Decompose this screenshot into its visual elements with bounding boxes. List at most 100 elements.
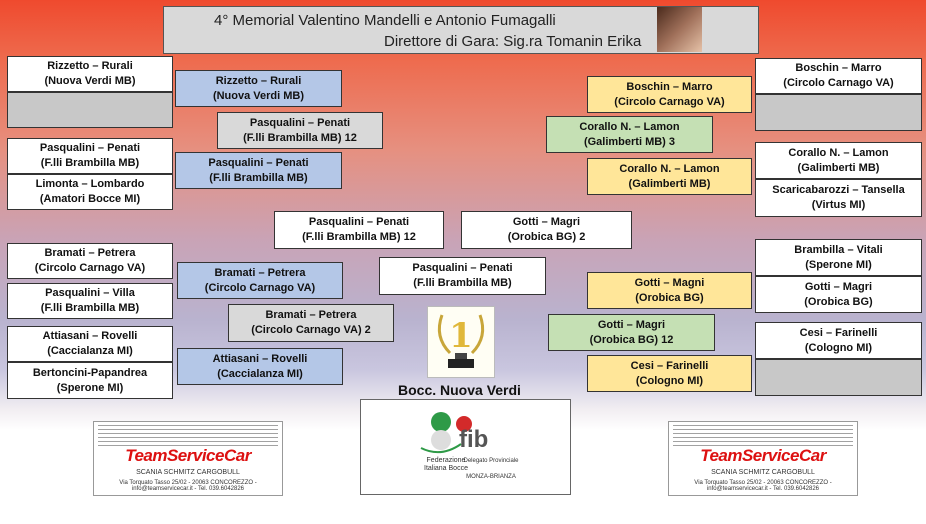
left-r1-slot-6: Attiasani – Rovelli (Caccialanza MI) [7, 326, 173, 362]
pair-club: (F.lli Brambilla MB) [40, 302, 140, 314]
pair-club: (F.lli Brambilla MB) [209, 171, 308, 184]
pair-name: Gotti – Magri [597, 318, 666, 331]
left-r1-slot-3: Limonta – Lombardo (Amatori Bocce MI) [7, 174, 173, 210]
pair-name: Bramati – Petrera [265, 309, 357, 321]
pair-club: (Galimberti MB) 3 [583, 135, 676, 148]
pair-club: (Nuova Verdi MB) [44, 75, 136, 87]
pair-club: (Galimberti MB) [628, 177, 711, 190]
pair-name: Pasqualini – Villa [45, 287, 135, 299]
right-r1-slot-empty-2 [755, 359, 922, 396]
pair-name: Brambilla – Vitali [794, 243, 883, 256]
sponsor-fine-print [98, 425, 278, 447]
right-r2-slot-3: Gotti – Magni (Orobica BG) [587, 272, 752, 309]
pair-name: Pasqualini – Penati [249, 116, 351, 129]
pair-name: Attiasani – Rovelli [42, 330, 138, 342]
pair-club: (Orobica BG) 12 [589, 333, 674, 346]
pair-name: Corallo N. – Lamon [619, 162, 720, 175]
right-r2-slot-2: Corallo N. – Lamon (Galimberti MB) [587, 158, 752, 195]
pair-name: Scaricabarozzi – Tansella [772, 184, 905, 196]
semifinal-right: Gotti – Magri (Orobica BG) 2 [461, 211, 632, 249]
pair-name: Gotti – Magni [634, 276, 705, 289]
fib-logo-box: fib Federazione Italiana Bocce Delegato … [360, 399, 571, 495]
sponsor-logo: TeamServiceCar [700, 446, 826, 465]
pair-club: (Caccialanza MI) [217, 367, 303, 380]
right-r3-slot-1: Corallo N. – Lamon (Galimberti MB) 3 [546, 116, 713, 153]
pair-club: (Cologno MI) [804, 341, 873, 354]
left-r1-slot-7: Bertoncini-Papandrea (Sperone MI) [7, 362, 173, 399]
final-winner: Pasqualini – Penati (F.lli Brambilla MB) [379, 257, 546, 295]
pair-name: Cesi – Farinelli [799, 326, 878, 339]
left-r1-slot-4: Bramati – Petrera (Circolo Carnago VA) [7, 243, 173, 279]
pair-club: (F.lli Brambilla MB) 12 [302, 231, 416, 243]
semifinal-left: Pasqualini – Penati (F.lli Brambilla MB)… [274, 211, 444, 249]
right-r2-slot-1: Boschin – Marro (Circolo Carnago VA) [587, 76, 752, 113]
left-r3-slot-1: Pasqualini – Penati (F.lli Brambilla MB)… [217, 112, 383, 149]
left-r1-slot-1: Rizzetto – Rurali (Nuova Verdi MB) [7, 56, 173, 92]
left-r2-slot-4: Attiasani – Rovelli (Caccialanza MI) [177, 348, 343, 385]
pair-club: (Cologno MI) [635, 374, 704, 387]
pair-name: Rizzetto – Rurali [215, 74, 302, 87]
right-r3-slot-2: Gotti – Magri (Orobica BG) 12 [548, 314, 715, 351]
pair-club: (Amatori Bocce MI) [39, 193, 141, 205]
fib-caption: Federazione Italiana Bocce [416, 457, 476, 473]
right-r1-slot-6: Cesi – Farinelli (Cologno MI) [755, 322, 922, 359]
pair-club: (Virtus MI) [811, 199, 866, 211]
pair-club: (Sperone MI) [805, 258, 872, 271]
left-r2-slot-3: Bramati – Petrera (Circolo Carnago VA) [177, 262, 343, 299]
right-r2-slot-4: Cesi – Farinelli (Cologno MI) [587, 355, 752, 392]
pair-name: Corallo N. – Lamon [579, 120, 680, 133]
tournament-title: 4° Memorial Valentino Mandelli e Antonio… [214, 12, 556, 29]
right-r1-slot-5: Gotti – Magri (Orobica BG) [755, 276, 922, 313]
pair-club: (F.lli Brambilla MB) [40, 157, 140, 169]
pair-name: Bramati – Petrera [44, 247, 136, 259]
right-r1-slot-4: Brambilla – Vitali (Sperone MI) [755, 239, 922, 276]
left-r1-slot-empty [7, 92, 173, 128]
pair-club: (Caccialanza MI) [47, 345, 133, 357]
sponsor-banner-right: TeamServiceCar SCANIA SCHMITZ CARGOBULL … [668, 421, 858, 496]
svg-text:1: 1 [449, 316, 473, 356]
pair-club: (Orobica BG) [635, 291, 704, 304]
pair-name: Bramati – Petrera [214, 266, 306, 279]
right-r1-slot-1: Boschin – Marro (Circolo Carnago VA) [755, 58, 922, 94]
pair-name: Gotti – Magri [804, 280, 873, 293]
pair-name: Pasqualini – Penati [208, 156, 309, 169]
sponsor-banner-left: TeamServiceCar SCANIA SCHMITZ CARGOBULL … [93, 421, 283, 496]
pair-name: Boschin – Marro [626, 80, 713, 93]
pair-club: (Circolo Carnago VA) 2 [251, 324, 371, 336]
sponsor-brands: SCANIA SCHMITZ CARGOBULL [711, 469, 815, 476]
trophy-icon: 1 [427, 306, 495, 378]
pair-club: (F.lli Brambilla MB) [413, 277, 512, 289]
right-r1-slot-3: Scaricabarozzi – Tansella (Virtus MI) [755, 179, 922, 217]
sponsor-address: Via Torquato Tasso 25/02 - 20063 CONCORE… [694, 480, 832, 492]
fib-line-4: MONZA-BRIANZA [466, 474, 516, 480]
pair-name: Bertoncini-Papandrea [32, 366, 148, 379]
left-r2-slot-1: Rizzetto – Rurali (Nuova Verdi MB) [175, 70, 342, 107]
sponsor-logo: TeamServiceCar [125, 446, 251, 465]
sponsor-address: Via Torquato Tasso 25/02 - 20063 CONCORE… [119, 480, 257, 492]
pair-name: Pasqualini – Penati [39, 142, 141, 154]
sponsor-brands: SCANIA SCHMITZ CARGOBULL [136, 469, 240, 476]
pair-club: (Sperone MI) [56, 381, 124, 394]
fib-line-1: Federazione [426, 457, 466, 464]
fib-delegation: Delegato Provinciale MONZA-BRIANZA [451, 457, 531, 481]
fib-line-2: Italiana Bocce [424, 465, 468, 472]
left-r2-slot-2: Pasqualini – Penati (F.lli Brambilla MB) [175, 152, 342, 189]
pair-name: Attiasani – Rovelli [212, 352, 308, 365]
pair-club: (Circolo Carnago VA) [614, 95, 725, 108]
pair-name: Pasqualini – Penati [308, 216, 410, 228]
pair-club: (F.lli Brambilla MB) 12 [243, 131, 357, 144]
pair-name: Gotti – Magri [512, 216, 581, 228]
fib-wordmark: fib [459, 426, 489, 453]
pair-club: (Galimberti MB) [797, 161, 880, 174]
pair-club: (Orobica BG) [804, 295, 873, 308]
left-r1-slot-5: Pasqualini – Villa (F.lli Brambilla MB) [7, 283, 173, 319]
pair-club: (Circolo Carnago VA) [783, 77, 894, 89]
pair-name: Pasqualini – Penati [412, 262, 513, 274]
pair-name: Rizzetto – Rurali [47, 60, 133, 72]
left-r3-slot-2: Bramati – Petrera (Circolo Carnago VA) 2 [228, 304, 394, 342]
pair-name: Boschin – Marro [795, 62, 882, 74]
pair-name: Corallo N. – Lamon [788, 146, 889, 159]
pair-name: Cesi – Farinelli [630, 359, 709, 372]
director-photo [657, 7, 702, 52]
sponsor-fine-print [673, 425, 853, 447]
